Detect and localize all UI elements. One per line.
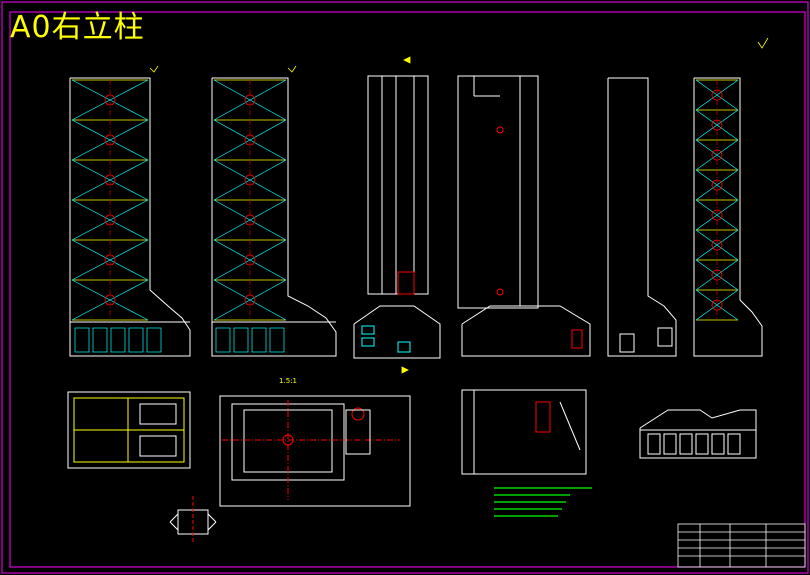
front-rib-view-left bbox=[69, 77, 191, 357]
roughness-symbol-icon bbox=[757, 37, 769, 49]
section-arrow-icon bbox=[401, 56, 411, 374]
rib-lattice bbox=[695, 79, 739, 321]
weld-symbol-icon bbox=[149, 65, 297, 73]
drawing-title: A0右立柱 bbox=[10, 10, 145, 45]
section-scale-label: 1.5:1 bbox=[279, 377, 297, 385]
plan-section-left bbox=[67, 391, 191, 469]
inner-border bbox=[9, 11, 806, 568]
rib-lattice bbox=[71, 79, 149, 321]
side-view-2 bbox=[457, 75, 591, 357]
rib-lattice bbox=[213, 79, 287, 321]
side-view-1 bbox=[353, 75, 441, 359]
rib-section-right bbox=[693, 77, 763, 357]
front-rib-view-middle bbox=[211, 77, 337, 357]
technical-requirements bbox=[494, 487, 592, 517]
detail-view-small bbox=[169, 496, 217, 544]
bottom-section-right bbox=[639, 409, 757, 459]
title-block bbox=[677, 523, 806, 568]
side-view-3 bbox=[607, 77, 677, 357]
plan-section-middle: 1.5:1 bbox=[219, 377, 411, 507]
plan-section-right bbox=[461, 389, 587, 475]
